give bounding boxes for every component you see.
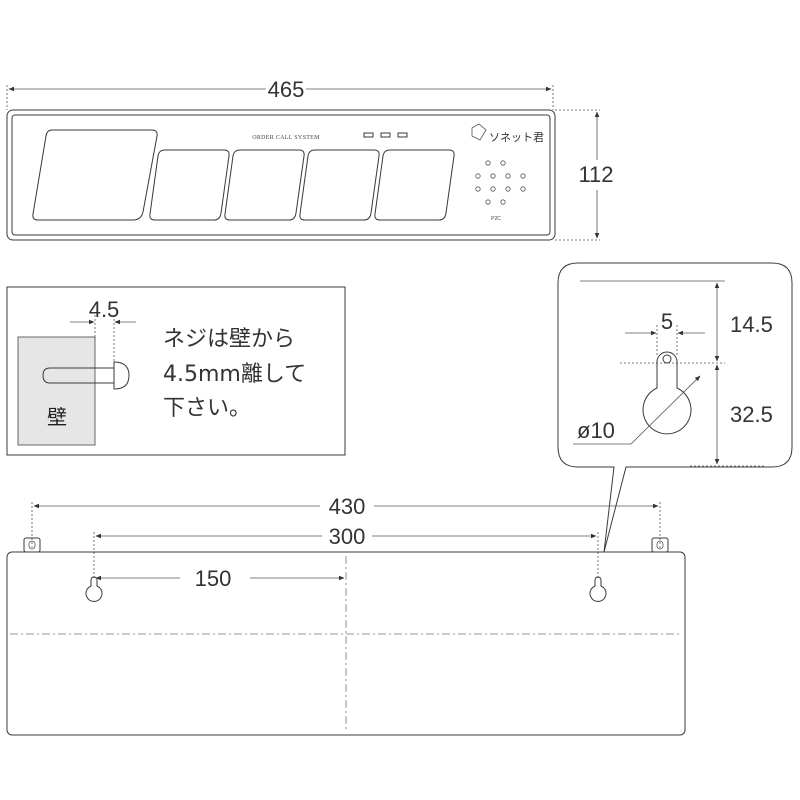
mount-tab-left-slot [28,540,36,550]
display-window-large [32,129,158,221]
system-label: ORDER CALL SYSTEM [252,135,320,141]
keyhole-right [589,576,607,602]
display-window-digit-2 [224,149,305,221]
keyhole-screw-hole [662,354,672,364]
dim-112-label: 112 [578,162,613,187]
dim-300-label: 300 [329,524,366,549]
screw-head [113,361,130,390]
hole-top-label: 14.5 [730,312,773,337]
note-frame [6,286,346,456]
mount-tab-right-slot [656,540,664,550]
keyhole-shape [642,351,692,435]
hole-bottom-label: 32.5 [730,402,773,427]
display-window-digit-4 [374,149,455,221]
display-window-digit-1 [149,149,230,221]
gap-label: 4.5 [89,297,120,322]
back-view: 430 300 150 [6,494,686,736]
front-case-inner [11,114,551,236]
wall-block [17,336,96,446]
dim-465-label: 465 [268,77,305,102]
indicator-lamp-1 [363,132,374,138]
note-line-1: ネジは壁から [163,327,295,352]
front-case-outer [6,109,556,241]
brand-mascot-icon [471,123,487,141]
brand-label: ソネット君 [489,131,544,144]
indicator-lamp-3 [397,132,408,138]
front-view: 465 112 ORDER CALL SYSTEM ソネット君 [6,77,614,241]
hole-diameter-label: ø10 [577,418,615,443]
screw-shank [42,367,115,384]
callout-bubble [557,262,793,553]
hole-width-label: 5 [661,309,673,334]
note-line-3: 下さい。 [163,396,251,421]
speaker-grille [475,160,526,205]
dim-150-label: 150 [195,566,232,591]
dim-430-label: 430 [329,494,366,519]
wall-label: 壁 [47,405,67,429]
keyhole-left [85,576,103,602]
mount-tab-left [23,537,41,553]
note-line-2: 4.5mm離して [163,362,306,387]
model-label: P2C [491,216,501,222]
display-window-digit-3 [299,149,380,221]
keyhole-callout: 5 14.5 32.5 ø10 [557,262,793,553]
diameter-leader-d [630,375,701,445]
indicator-lamp-2 [380,132,391,138]
screw-note-box: 壁 4.5 ネジは壁から 4.5mm離して 下さい。 [6,286,346,456]
brand-logo: ソネット君 [471,123,544,144]
mount-tab-right [651,537,669,553]
back-case [6,551,686,736]
